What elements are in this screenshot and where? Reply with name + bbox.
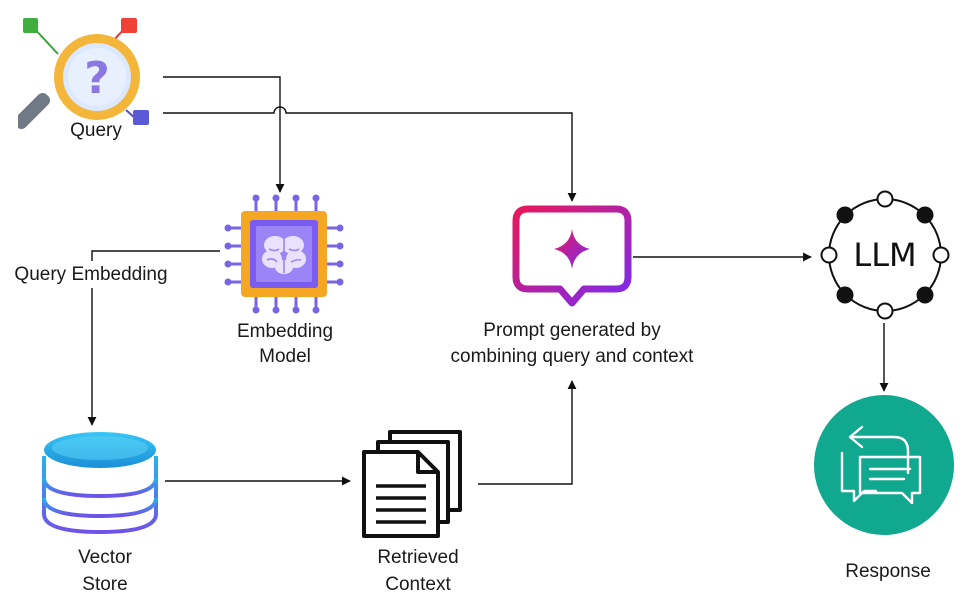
prompt-label-line1: Prompt generated by bbox=[483, 320, 661, 341]
sparkle-chat-icon bbox=[512, 205, 632, 307]
response-label: Response bbox=[845, 561, 931, 582]
query-label: Query bbox=[70, 120, 122, 141]
retrieved-context-label-line2: Context bbox=[385, 574, 451, 595]
embedding-model-label-line2: Model bbox=[259, 346, 311, 367]
chat-reply-icon bbox=[814, 395, 954, 535]
database-icon bbox=[42, 432, 158, 535]
retrieved-context-label-line1: Retrieved bbox=[377, 547, 459, 568]
query-to-prompt-arrow bbox=[163, 106, 577, 202]
documents-stack-icon bbox=[362, 430, 462, 538]
embedding-model-label-line1: Embedding bbox=[236, 321, 334, 342]
query-embedding-label: Query Embedding bbox=[6, 261, 176, 288]
prompt-label-line2: combining query and context bbox=[450, 346, 694, 367]
llm-label: LLM bbox=[853, 236, 916, 274]
svg-text:?: ? bbox=[84, 53, 110, 104]
vector-store-label-line1: Vector bbox=[78, 547, 132, 568]
embedding-to-vector-store-arrow bbox=[92, 250, 220, 425]
brain-chip-icon bbox=[224, 194, 344, 314]
llm-ring-icon: LLM bbox=[820, 190, 950, 320]
vector-store-label-line2: Store bbox=[82, 574, 128, 595]
magnifier-question-icon: ? bbox=[18, 18, 149, 130]
query-to-embedding-arrow bbox=[163, 76, 285, 193]
context-to-prompt-arrow bbox=[478, 380, 577, 485]
